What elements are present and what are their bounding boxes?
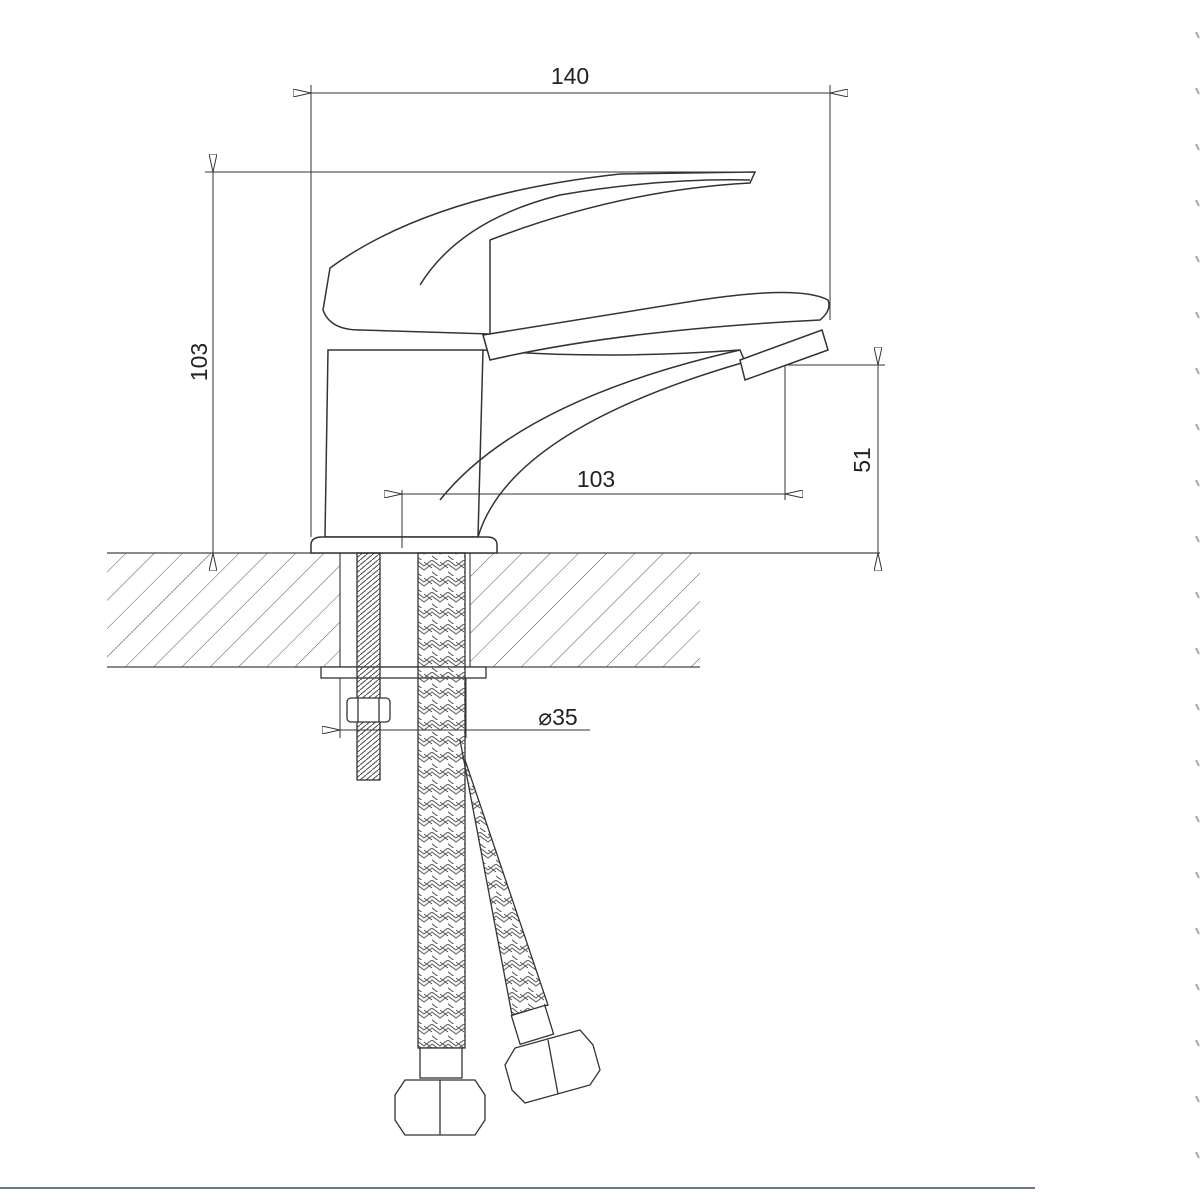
countertop	[107, 552, 880, 668]
faucet-body	[310, 171, 830, 554]
mounting-hardware	[320, 552, 601, 1136]
page-edge-marks	[1195, 31, 1200, 1159]
dim-overall-height: 103	[186, 343, 212, 381]
dim-overall-length: 140	[551, 63, 589, 89]
dimension-lines	[205, 85, 885, 738]
dim-spout-height: 51	[849, 447, 875, 473]
dim-spout-reach: 103	[577, 466, 615, 492]
dim-mount-hole-diameter: ⌀35	[538, 704, 577, 730]
